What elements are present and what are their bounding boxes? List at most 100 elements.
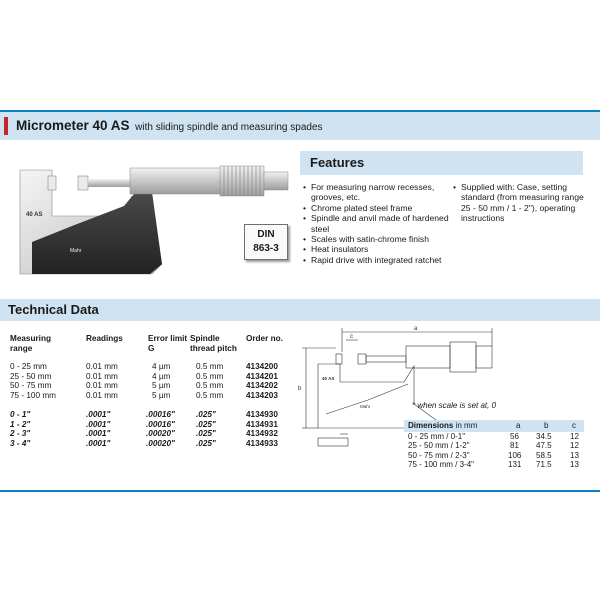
- table-cell: .0001": [86, 429, 111, 439]
- table-cell: 13: [570, 450, 579, 460]
- features-list-right: Supplied with: Case, setting standard (f…: [453, 182, 585, 224]
- feature-item: Heat insulators: [303, 244, 451, 255]
- table-cell: 0.01 mm: [86, 381, 118, 391]
- table-cell: 0.01 mm: [86, 362, 118, 371]
- feature-item: Spindle and anvil made of hardened steel: [303, 213, 451, 234]
- dim-label-c: c: [350, 334, 353, 340]
- inch-error-column: .00016" .00016" .00020" .00020": [146, 410, 175, 448]
- table-cell: 34.5: [536, 432, 552, 441]
- table-cell: .025": [196, 438, 216, 448]
- table-cell: 4134932: [246, 429, 278, 439]
- table-cell: 71.5: [536, 460, 552, 470]
- table-cell: 2 - 3": [10, 429, 31, 439]
- table-cell: .0001": [86, 419, 111, 429]
- table-cell: .00016": [146, 410, 175, 419]
- table-cell: 50 - 75 mm / 2-3": [408, 450, 470, 460]
- table-cell: 81: [510, 441, 519, 451]
- dim-col-header: c: [572, 421, 576, 430]
- inch-pitch-column: .025" .025" .025" .025": [196, 410, 216, 448]
- metric-range-column: 0 - 25 mm 25 - 50 mm 50 - 75 mm 75 - 100…: [10, 362, 56, 400]
- table-row: 0 - 25 mm / 0-1" 56 34.5 12: [404, 432, 584, 441]
- table-cell: 50 - 75 mm: [10, 381, 52, 391]
- dimensions-title-group: Dimensions in mm: [408, 420, 477, 432]
- dim-label-a: a: [414, 326, 418, 332]
- table-cell: 56: [510, 432, 519, 441]
- feature-item: Rapid drive with integrated ratchet: [303, 255, 451, 266]
- features-title: Features: [310, 155, 365, 170]
- din-label: DIN: [257, 229, 275, 240]
- table-cell: 75 - 100 mm: [10, 390, 56, 400]
- table-cell: 0.01 mm: [86, 390, 118, 400]
- technical-data-header: Technical Data: [0, 299, 600, 321]
- table-row: 75 - 100 mm / 3-4" 131 71.5 13: [404, 460, 584, 469]
- dim-label-b: b: [298, 386, 302, 392]
- feature-item: Chrome plated steel frame: [303, 203, 451, 214]
- table-cell: 75 - 100 mm / 3-4": [408, 460, 474, 470]
- table-cell: .025": [196, 419, 216, 429]
- dimensions-unit: in mm: [455, 421, 478, 430]
- table-cell: 12: [570, 432, 579, 441]
- dimensions-table: Dimensions in mm a b c 0 - 25 mm / 0-1" …: [404, 420, 584, 470]
- drawing-frame-label: 40 AS: [322, 376, 334, 381]
- product-name: Micrometer 40 AS: [16, 118, 130, 133]
- col-header-readings: Readings: [86, 334, 123, 343]
- col-header-pitch: Spindle thread pitch: [190, 334, 237, 353]
- table-cell: 4 µm: [152, 371, 171, 381]
- title-bar: [0, 112, 600, 140]
- table-cell: 0 - 1": [10, 410, 31, 419]
- col-header-error: Error limit G: [148, 334, 188, 353]
- table-cell: 0.5 mm: [196, 362, 224, 371]
- col-header-order: Order no.: [246, 334, 283, 343]
- feature-item: Supplied with: Case, setting standard (f…: [453, 182, 585, 224]
- metric-readings-column: 0.01 mm 0.01 mm 0.01 mm 0.01 mm: [86, 362, 118, 400]
- frame-label: 40 AS: [26, 212, 42, 218]
- table-cell: 5 µm: [152, 390, 171, 400]
- table-cell: .025": [196, 410, 216, 419]
- inch-order-column: 4134930 4134931 4134932 4134933: [246, 410, 278, 448]
- drawing-brand-label: Mahr: [360, 404, 371, 409]
- table-cell: .0001": [86, 410, 111, 419]
- micrometer-photo: 40 AS Mahr: [19, 165, 289, 275]
- table-cell: 5 µm: [152, 381, 171, 391]
- feature-item: Scales with satin-chrome finish: [303, 234, 451, 245]
- table-cell: 131: [508, 460, 522, 470]
- dimensions-header-row: Dimensions in mm a b c: [404, 420, 584, 432]
- page-frame: [0, 110, 600, 492]
- table-cell: 4 µm: [152, 362, 171, 371]
- table-cell: .025": [196, 429, 216, 439]
- col-header-range: Measuring range: [10, 334, 51, 353]
- table-cell: 12: [570, 441, 579, 451]
- din-badge: DIN 863-3: [244, 224, 288, 260]
- table-cell: 25 - 50 mm / 1-2": [408, 441, 470, 451]
- table-cell: .00020": [146, 429, 175, 439]
- metric-order-column: 4134200 4134201 4134202 4134203: [246, 362, 278, 400]
- feature-item: For measuring narrow recesses, grooves, …: [303, 182, 451, 203]
- table-cell: 0 - 25 mm: [10, 362, 47, 371]
- table-cell: 47.5: [536, 441, 552, 451]
- table-cell: 0.5 mm: [196, 381, 224, 391]
- inch-range-column: 0 - 1" 1 - 2" 2 - 3" 3 - 4": [10, 410, 30, 448]
- title-accent-mark: [4, 117, 8, 135]
- table-cell: 25 - 50 mm: [10, 371, 52, 381]
- dimensions-title: Dimensions: [408, 421, 454, 430]
- features-header: Features: [300, 151, 583, 175]
- table-cell: 0.5 mm: [196, 390, 224, 400]
- table-cell: 0.5 mm: [196, 371, 224, 381]
- dimension-drawing: a b c 40 AS Mahr: [298, 326, 493, 447]
- table-cell: 0.01 mm: [86, 371, 118, 381]
- table-cell: 106: [508, 450, 522, 460]
- table-cell: 0 - 25 mm / 0-1": [408, 432, 466, 441]
- dim-col-header: b: [544, 421, 549, 430]
- inch-readings-column: .0001" .0001" .0001" .0001": [86, 410, 110, 448]
- product-subtitle: with sliding spindle and measuring spade…: [135, 122, 323, 133]
- table-cell: .0001": [86, 438, 111, 448]
- table-cell: 4134201: [246, 371, 278, 381]
- table-cell: 4134933: [246, 438, 278, 448]
- table-cell: 4134931: [246, 419, 278, 429]
- table-cell: 3 - 4": [10, 438, 31, 448]
- table-cell: 58.5: [536, 450, 552, 460]
- dim-col-header: a: [516, 421, 521, 430]
- table-cell: 4134930: [246, 410, 278, 419]
- features-list-left: For measuring narrow recesses, grooves, …: [303, 182, 451, 266]
- table-cell: 1 - 2": [10, 419, 31, 429]
